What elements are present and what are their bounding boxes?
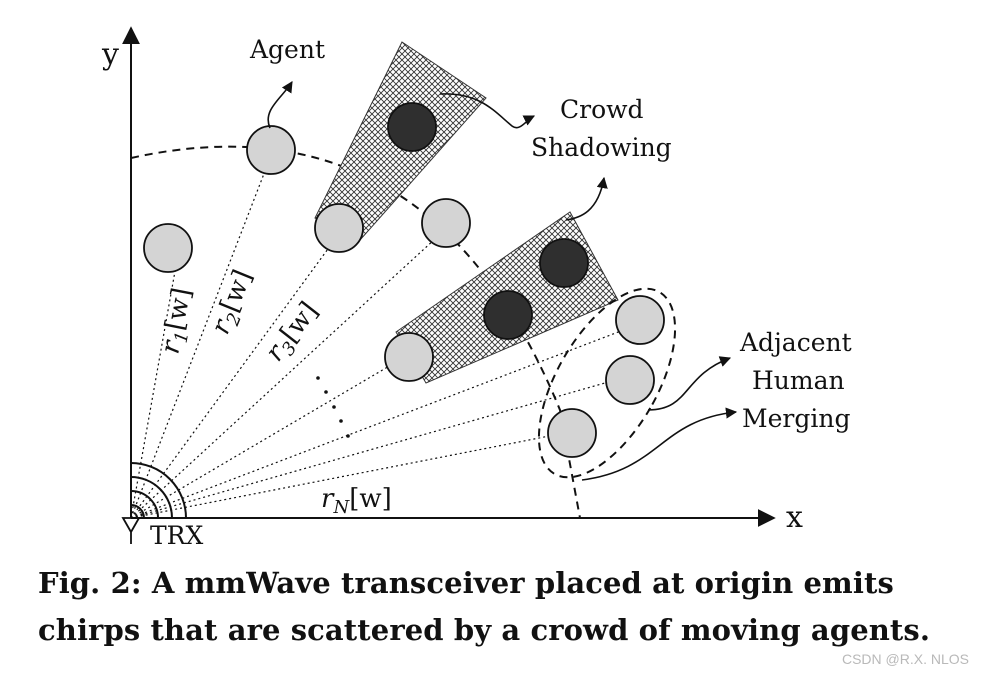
agent: [314, 203, 364, 253]
figure-caption: Fig. 2: A mmWave transceiver placed at o…: [38, 560, 968, 654]
adjacent-merging-label-2: Human: [752, 366, 845, 395]
agent: [143, 223, 193, 273]
callout-arrows: [267, 81, 738, 481]
caption-line-2: chirps that are scattered by a crowd of …: [38, 613, 931, 647]
ellipsis-dots: [316, 376, 350, 438]
range-label-r3: r3[w]: [260, 296, 328, 369]
range-arc: [130, 145, 581, 519]
agent: [421, 198, 471, 248]
trx-label: TRX: [150, 521, 203, 550]
signal-rays: [130, 139, 656, 519]
range-label-r1: r1[w]: [155, 285, 201, 357]
agent: [605, 355, 655, 405]
antenna-icon: [121, 517, 141, 544]
shadowed-agent: [483, 290, 533, 340]
diagram-canvas: y x Agent Crowd Shadowing Adjacent Human…: [101, 26, 852, 550]
shadowed-agents: [387, 102, 589, 340]
agent-label: Agent: [249, 35, 325, 64]
adjacent-merging-label-1: Adjacent: [739, 328, 852, 357]
caption-line-1: Fig. 2: A mmWave transceiver placed at o…: [38, 566, 894, 600]
emission-waves: [130, 462, 187, 519]
agent: [547, 408, 597, 458]
x-axis-label: x: [786, 500, 803, 535]
crowd-shadowing-label-1: Crowd: [560, 95, 644, 124]
shadowed-agent: [539, 238, 589, 288]
agents: [143, 125, 665, 458]
y-axis-label: y: [101, 37, 119, 72]
crowd-shadowing-label-2: Shadowing: [531, 133, 672, 162]
range-label-rN: rN[w]: [321, 484, 392, 518]
watermark: CSDN @R.X. NLOS: [841, 651, 969, 667]
agent: [615, 295, 665, 345]
adjacent-merging-label-3: Merging: [742, 404, 850, 433]
shadowed-agent: [387, 102, 437, 152]
merging-ellipse: [537, 287, 677, 479]
agent: [246, 125, 296, 175]
agent: [384, 332, 434, 382]
